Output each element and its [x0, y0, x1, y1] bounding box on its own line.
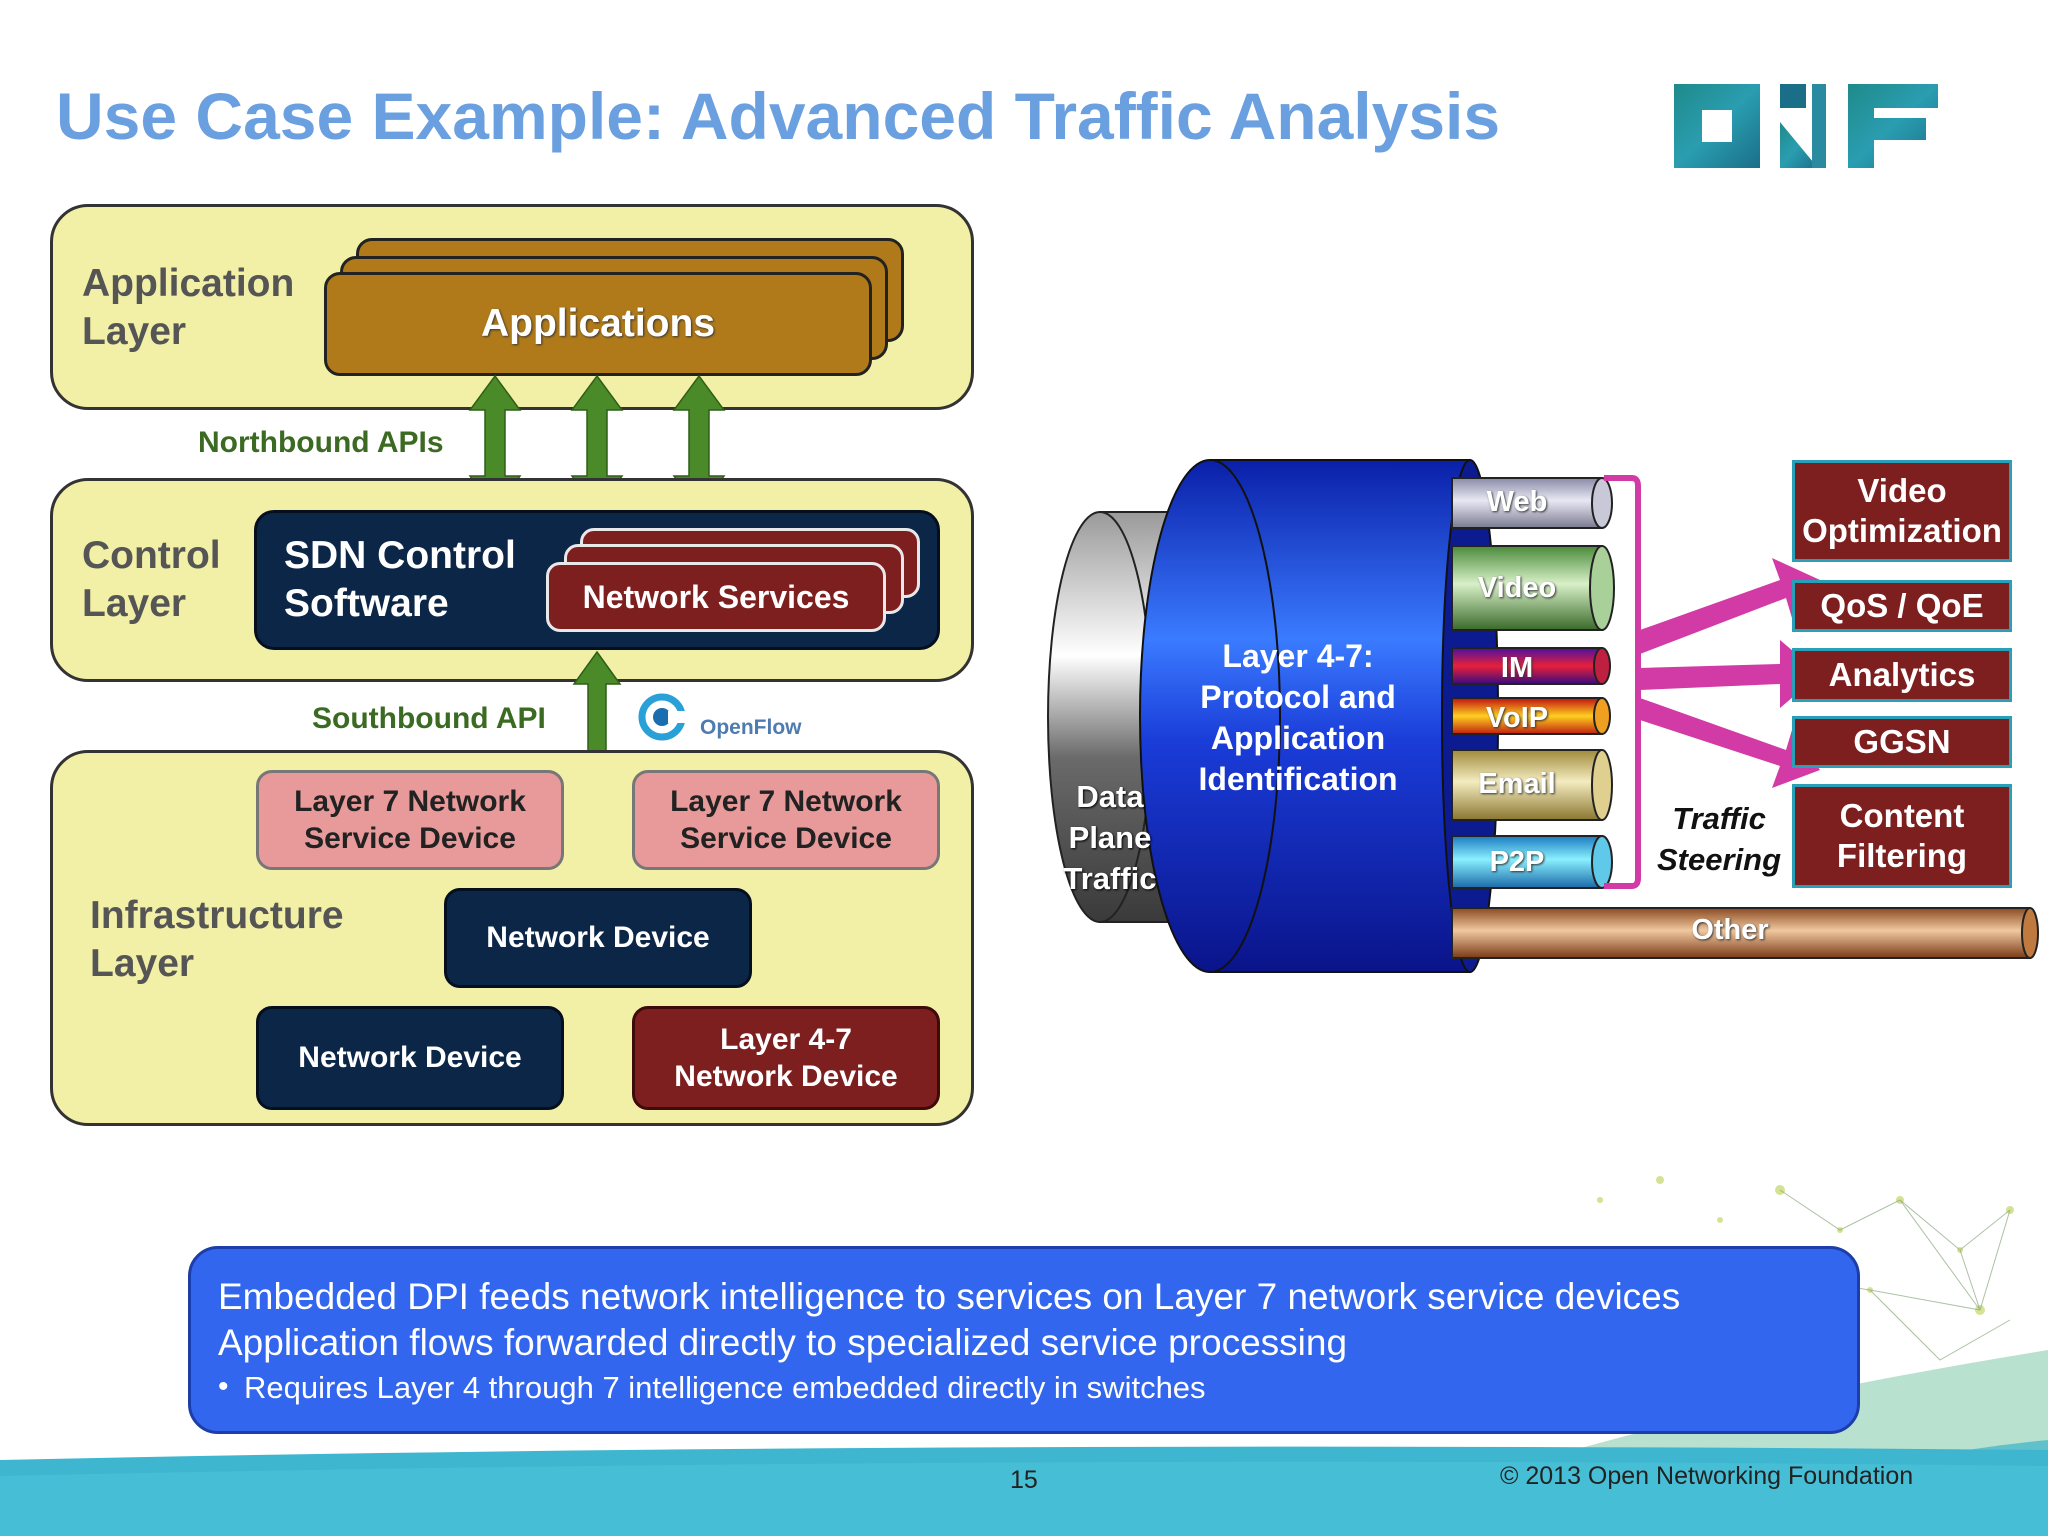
data-plane-traffic-label: Data Plane Traffic — [1063, 779, 1157, 896]
service-video-optimization: Video Optimization — [1792, 460, 2012, 562]
pipe-label-web: Web — [1486, 486, 1548, 518]
openflow-icon — [638, 693, 686, 741]
service-analytics: Analytics — [1792, 648, 2012, 702]
pipe-label-email: Email — [1478, 768, 1556, 800]
callout-line-1: Embedded DPI feeds network intelligence … — [218, 1276, 1681, 1317]
pipe-label-p2p: P2P — [1489, 846, 1545, 878]
onf-logo — [1674, 84, 1938, 168]
network-device-2: Network Device — [256, 1006, 564, 1110]
application-layer-label: Application Layer — [82, 262, 295, 353]
service-qos-qoe: QoS / QoE — [1792, 580, 2012, 632]
traffic-analysis-diagram — [1047, 459, 2039, 973]
openflow-label: OpenFlow — [700, 716, 802, 739]
service-ggsn: GGSN — [1792, 716, 2012, 768]
pipe-label-other: Other — [1691, 914, 1769, 946]
northbound-apis-label: Northbound APIs — [198, 426, 444, 459]
callout-line-2: Application flows forwarded directly to … — [218, 1322, 1348, 1363]
service-content-filtering: Content Filtering — [1792, 784, 2012, 888]
footer-band — [0, 1446, 2048, 1536]
layer7-service-device-1: Layer 7 Network Service Device — [256, 770, 564, 870]
pipe-label-im: IM — [1500, 652, 1534, 684]
copyright: © 2013 Open Networking Foundation — [1500, 1462, 1914, 1490]
network-services-box: Network Services — [546, 562, 886, 632]
northbound-arrows — [468, 374, 726, 512]
sdn-control-software-label: SDN Control Software — [284, 534, 516, 625]
applications-box: Applications — [324, 272, 872, 376]
classifier-label: Layer 4-7: Protocol and Application Iden… — [1198, 638, 1398, 797]
layer7-service-device-2: Layer 7 Network Service Device — [632, 770, 940, 870]
southbound-api-label: Southbound API — [312, 702, 546, 735]
traffic-steering-label: Traffic Steering — [1656, 801, 1782, 877]
callout-box — [188, 1246, 1860, 1434]
callout-bullet: Requires Layer 4 through 7 intelligence … — [244, 1370, 1206, 1405]
callout-bullet-dot: • — [218, 1370, 229, 1403]
infrastructure-layer-label: Infrastructure Layer — [90, 894, 344, 985]
page-title: Use Case Example: Advanced Traffic Analy… — [56, 79, 1501, 153]
page-number: 15 — [1010, 1466, 1038, 1494]
layer4-7-network-device: Layer 4-7 Network Device — [632, 1006, 940, 1110]
network-device-1: Network Device — [444, 888, 752, 988]
pipe-label-video: Video — [1477, 572, 1557, 604]
pipe-label-voip: VoIP — [1485, 702, 1549, 734]
control-layer-label: Control Layer — [82, 534, 221, 625]
